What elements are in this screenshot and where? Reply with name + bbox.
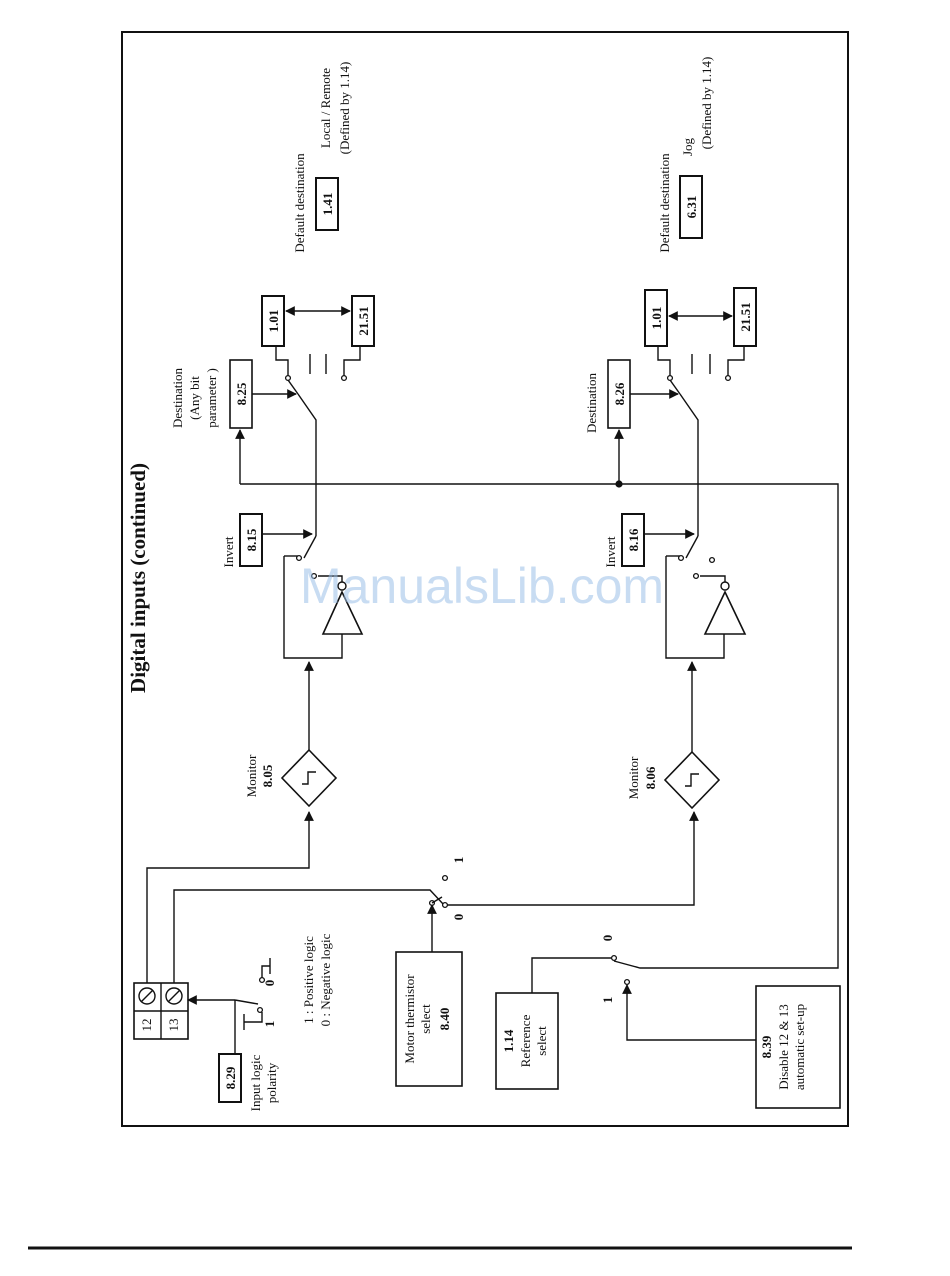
svg-text:1 : Positive logic: 1 : Positive logic <box>301 936 316 1024</box>
param-8-16: 8.16 <box>626 528 641 551</box>
reference-select-box <box>495 992 559 1090</box>
svg-text:1: 1 <box>262 1021 277 1028</box>
screw-icon <box>138 987 183 1005</box>
terminal-12-label: 12 <box>139 1019 154 1032</box>
terminal-block: 12 13 <box>133 982 189 1040</box>
param-8-29: 8.29 <box>223 1066 238 1089</box>
svg-text:Disable 12 & 13: Disable 12 & 13 <box>776 1004 791 1090</box>
svg-text:0: 0 <box>451 914 466 921</box>
input-logic-polarity: 1 0 8.29 Input logic polarity 1 : Positi… <box>187 933 333 1111</box>
param-1-14: 1.14 <box>501 1029 516 1052</box>
param-1-01-lower: 1.01 <box>649 307 664 330</box>
svg-text:(Any bit: (Any bit <box>187 376 202 420</box>
param-8-25: 8.25 <box>234 382 249 405</box>
param-21-51-upper: 21.51 <box>356 306 371 335</box>
param-8-15: 8.15 <box>244 528 259 551</box>
thermistor-switch: 1 0 <box>427 857 466 952</box>
comparator-icon <box>280 748 338 808</box>
svg-text:Input logic: Input logic <box>248 1054 263 1111</box>
param-8-40: 8.40 <box>437 1008 452 1031</box>
svg-text:Monitor: Monitor <box>244 754 259 797</box>
inverter-icon <box>321 590 364 635</box>
svg-text:0 : Negative logic: 0 : Negative logic <box>318 933 333 1026</box>
param-8-39: 8.39 <box>759 1035 774 1058</box>
svg-text:(Defined by 1.14): (Defined by 1.14) <box>699 57 714 150</box>
svg-text:Default destination: Default destination <box>657 153 672 253</box>
comparator-icon <box>663 750 721 810</box>
param-21-51-lower: 21.51 <box>738 302 753 331</box>
reference-switch: 0 1 <box>240 483 839 1041</box>
svg-text:Destination: Destination <box>584 373 599 433</box>
svg-text:automatic set-up: automatic set-up <box>792 1004 807 1090</box>
svg-text:0: 0 <box>600 935 615 942</box>
svg-text:polarity: polarity <box>264 1062 279 1103</box>
page-title: Digital inputs (continued) <box>126 463 150 693</box>
svg-text:Jog: Jog <box>680 137 695 156</box>
svg-text:0: 0 <box>262 980 277 987</box>
svg-text:Local / Remote: Local / Remote <box>318 68 333 148</box>
svg-text:1: 1 <box>451 857 466 864</box>
svg-text:Default destination: Default destination <box>292 153 307 253</box>
param-1-01-upper: 1.01 <box>266 310 281 333</box>
svg-text:Monitor: Monitor <box>626 756 641 799</box>
svg-text:select: select <box>534 1026 549 1056</box>
motor-thermistor-box <box>395 951 463 1087</box>
svg-text:Invert: Invert <box>603 536 618 567</box>
svg-text:Motor thermistor: Motor thermistor <box>402 974 417 1064</box>
terminal-13-label: 13 <box>166 1019 181 1032</box>
svg-text:select: select <box>418 1004 433 1034</box>
param-1-41: 1.41 <box>320 193 335 216</box>
svg-text:Destination: Destination <box>170 368 185 428</box>
svg-text:(Defined by 1.14): (Defined by 1.14) <box>337 62 352 155</box>
lower-signal-path: Monitor 8.06 8.16 Invert 8.26 Destinatio… <box>584 57 757 810</box>
upper-signal-path: Monitor 8.05 8.15 Invert 8.25 Destinatio… <box>170 62 375 808</box>
param-8-26: 8.26 <box>612 382 627 405</box>
disable-setup-box <box>755 985 841 1109</box>
diagram-frame <box>121 31 849 1127</box>
param-8-06: 8.06 <box>643 766 658 789</box>
svg-text:Invert: Invert <box>221 536 236 567</box>
param-8-05: 8.05 <box>260 764 275 787</box>
param-6-31: 6.31 <box>684 196 699 219</box>
svg-text:Reference: Reference <box>518 1014 533 1067</box>
svg-text:1: 1 <box>600 997 615 1004</box>
watermark: ManualsLib.com <box>300 558 664 614</box>
svg-text:parameter ): parameter ) <box>204 368 219 428</box>
inverter-icon <box>703 590 747 635</box>
